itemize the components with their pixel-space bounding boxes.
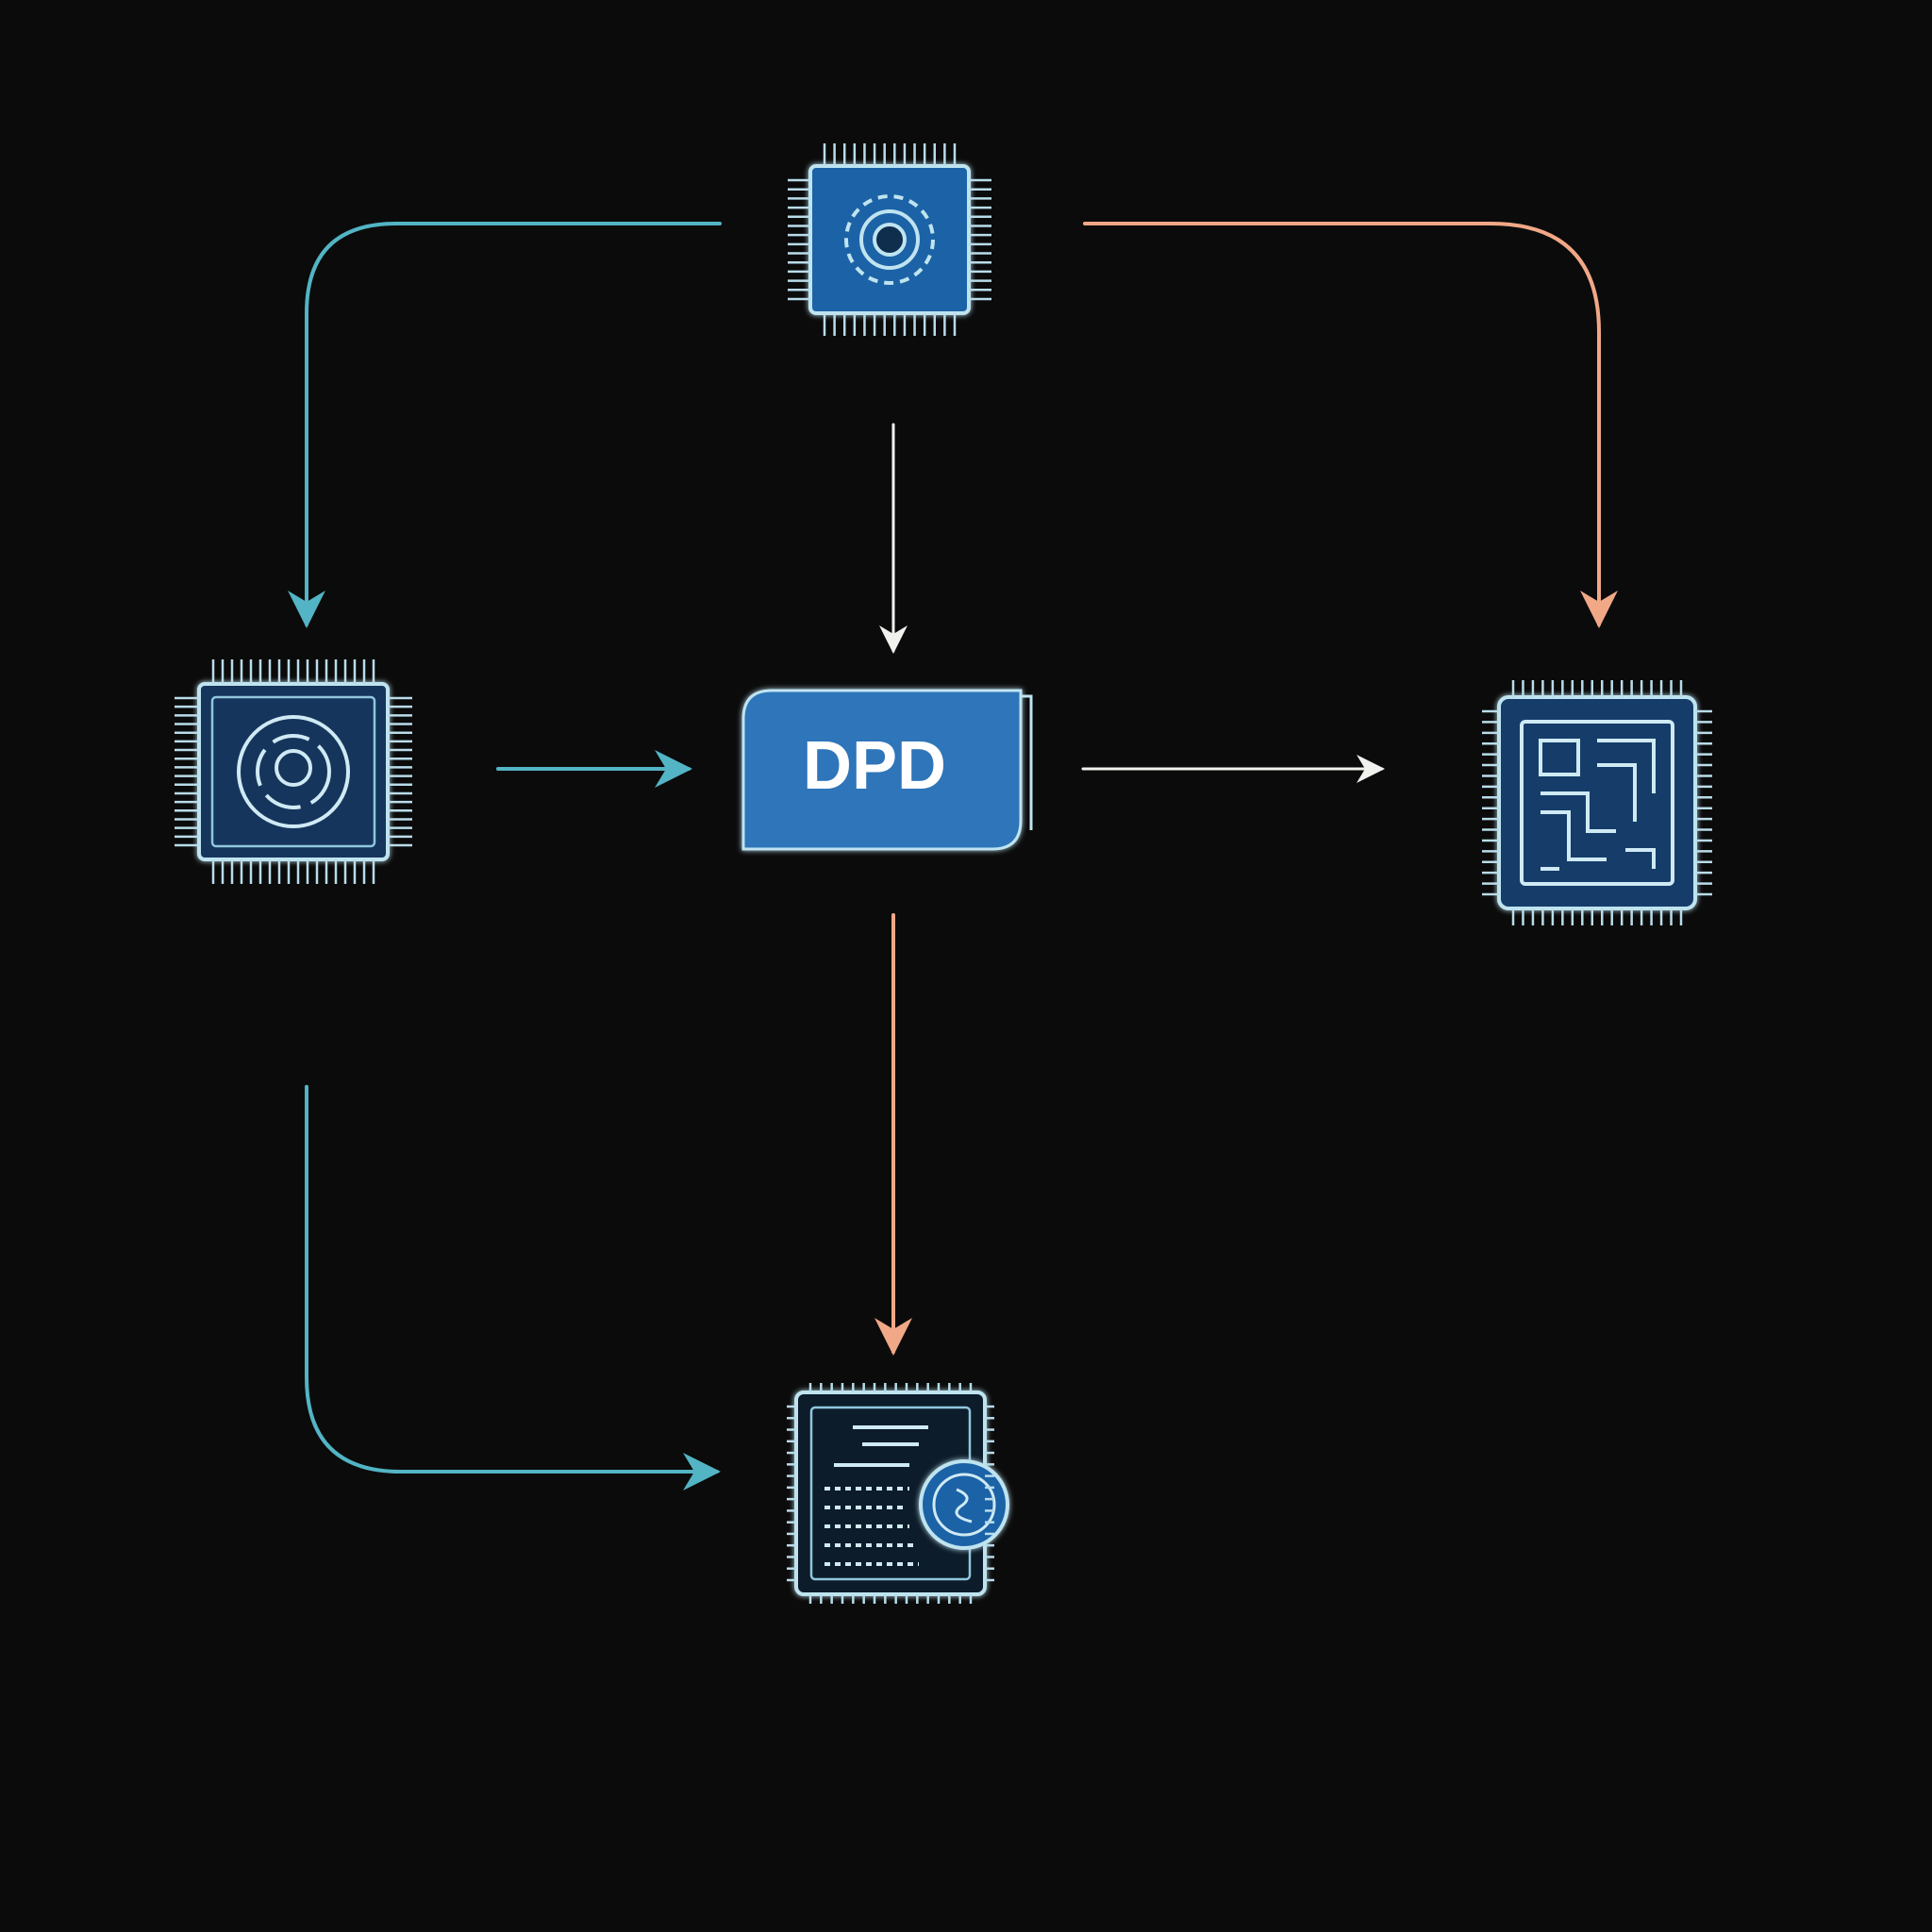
left-chip bbox=[197, 682, 390, 861]
gear-icon bbox=[844, 194, 935, 285]
dpd-label: DPD bbox=[803, 728, 946, 804]
bottom-chip bbox=[794, 1391, 1009, 1596]
chip-pins bbox=[175, 143, 1712, 1604]
arrow-left-to-bottom bbox=[305, 1085, 721, 1491]
arrow-top-to-left bbox=[288, 222, 722, 628]
ring-icon bbox=[237, 715, 350, 828]
seal-icon bbox=[919, 1459, 1009, 1550]
maze-icon bbox=[1520, 720, 1674, 886]
top-chip bbox=[808, 164, 971, 315]
right-chip bbox=[1497, 695, 1697, 910]
dpd-block: DPD bbox=[741, 689, 1033, 851]
document-icon bbox=[824, 1425, 928, 1566]
arrow-top-to-right bbox=[1083, 222, 1618, 628]
